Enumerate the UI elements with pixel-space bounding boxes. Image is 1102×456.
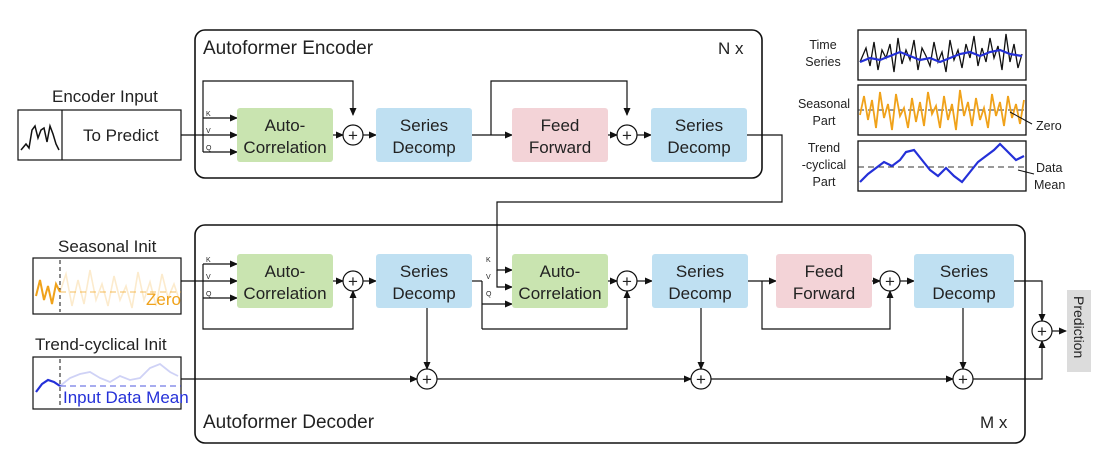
- enc-feed-forward-block: [512, 108, 608, 162]
- dec-auto-correlation-1-block: [237, 254, 333, 308]
- encoder-title: Autoformer Encoder: [203, 38, 374, 59]
- trend-plus-1-sym: +: [422, 370, 432, 389]
- dec-residual-1: [202, 290, 357, 330]
- trend-plus-3-sym: +: [958, 370, 968, 389]
- dec-v-label-2: V: [486, 274, 491, 281]
- prediction-label: Prediction: [1071, 296, 1087, 358]
- legend-trend-line: [859, 142, 1025, 184]
- seasonal-init-note: Zero: [146, 290, 181, 309]
- dec-k-label-2: K: [486, 257, 491, 264]
- decoder-title: Autoformer Decoder: [203, 412, 375, 433]
- legend-mean-pointer: [1017, 169, 1035, 175]
- legend-seasonal-label-1: Seasonal: [798, 97, 850, 111]
- legend-trend-label-3: Part: [813, 175, 836, 189]
- dec-k-label-1: K: [206, 257, 211, 264]
- enc-series-decomp-2-block: [651, 108, 747, 162]
- enc-plus-2-sym: +: [622, 126, 632, 145]
- legend-time-series-line: [859, 33, 1023, 73]
- encoder-frame: [194, 29, 763, 179]
- legend-seasonal-line: [859, 89, 1025, 131]
- encoder-input-predict-text: To Predict: [83, 126, 159, 145]
- legend-trend-label-2: -cyclical: [802, 158, 846, 172]
- legend-trend-note-2: Mean: [1034, 178, 1065, 192]
- legend-trend-box: [857, 140, 1027, 192]
- enc-residual-1: [202, 80, 357, 118]
- dec-residual-3: [761, 281, 894, 330]
- dec-auto-correlation-2-block: [512, 254, 608, 308]
- dec-v-label-1: V: [206, 274, 211, 281]
- decoder-frame: [194, 224, 1026, 444]
- dec-sd1-line2: Decomp: [392, 284, 455, 303]
- dec-ac1-line1: Auto-: [265, 262, 306, 281]
- prediction-box: [1067, 290, 1091, 372]
- trend-init-note: Input Data Mean: [63, 388, 189, 407]
- enc-sd1-line2: Decomp: [392, 138, 455, 157]
- enc-to-dec-k: [496, 134, 783, 274]
- enc-ac-line1: Auto-: [265, 116, 306, 135]
- dec-ac1-line2: Correlation: [243, 284, 326, 303]
- dec-series-decomp-3-block: [914, 254, 1014, 308]
- enc-to-dec-v: [496, 270, 513, 291]
- dec-q-label-1: Q: [206, 291, 212, 298]
- enc-ff-line2: Forward: [529, 138, 591, 157]
- dec-series-decomp-2-block: [652, 254, 748, 308]
- encoder-input-label: Encoder Input: [52, 87, 158, 106]
- enc-v-label: V: [206, 128, 211, 135]
- legend-trend-label-1: Trend: [808, 141, 840, 155]
- legend-trend-overlay: [859, 48, 1023, 64]
- dec-feed-forward-block: [776, 254, 872, 308]
- seasonal-init-wave: [35, 279, 61, 305]
- dec-plus-3-sym: +: [885, 272, 895, 291]
- trend-init-box: [32, 356, 182, 410]
- dec-ac2-line1: Auto-: [540, 262, 581, 281]
- dec-plus-2-sym: +: [622, 272, 632, 291]
- trend-out: [973, 340, 1046, 380]
- dec-ff-line1: Feed: [805, 262, 844, 281]
- dec-ac2-line2: Correlation: [518, 284, 601, 303]
- enc-sd2-line2: Decomp: [667, 138, 730, 157]
- enc-k-label: K: [206, 111, 211, 118]
- legend-time-label-1: Time: [809, 38, 836, 52]
- trend-init-wave: [35, 378, 61, 393]
- dec-sd3-line1: Series: [940, 262, 988, 281]
- enc-auto-correlation-block: [237, 108, 333, 162]
- dec-residual-2: [482, 290, 631, 330]
- dec-ff-line2: Forward: [793, 284, 855, 303]
- encoder-input-waveform: [20, 123, 60, 151]
- enc-q-label: Q: [206, 145, 212, 152]
- decoder-repeat: M x: [980, 413, 1008, 432]
- dec-sd2-line2: Decomp: [668, 284, 731, 303]
- dec-series-decomp-1-block: [376, 254, 472, 308]
- seasonal-init-faded-wave: [59, 269, 179, 309]
- final-plus-sym: +: [1037, 322, 1047, 341]
- legend-seasonal-label-2: Part: [813, 114, 836, 128]
- enc-series-decomp-1-block: [376, 108, 472, 162]
- dec-sd1-line1: Series: [400, 262, 448, 281]
- dec-plus-1-sym: +: [348, 272, 358, 291]
- enc-residual-2: [490, 80, 631, 135]
- dec-sd3-line2: Decomp: [932, 284, 995, 303]
- legend-seasonal-note: Zero: [1036, 119, 1062, 133]
- trend-plus-2-sym: +: [696, 370, 706, 389]
- enc-sd1-line1: Series: [400, 116, 448, 135]
- trend-init-label: Trend-cyclical Init: [35, 335, 167, 354]
- seasonal-init-label: Seasonal Init: [58, 237, 157, 256]
- legend-zero-pointer: [1009, 111, 1033, 125]
- enc-ac-line2: Correlation: [243, 138, 326, 157]
- dec-sd2-line1: Series: [676, 262, 724, 281]
- trend-init-faded-wave: [59, 362, 179, 387]
- enc-plus-1-sym: +: [348, 126, 358, 145]
- enc-sd2-line1: Series: [675, 116, 723, 135]
- enc-ff-line1: Feed: [541, 116, 580, 135]
- dec-q-label-2: Q: [486, 291, 492, 298]
- dec-seasonal-out: [1014, 280, 1046, 322]
- legend-time-label-2: Series: [805, 55, 840, 69]
- encoder-repeat: N x: [718, 39, 744, 58]
- legend-trend-note-1: Data: [1036, 161, 1062, 175]
